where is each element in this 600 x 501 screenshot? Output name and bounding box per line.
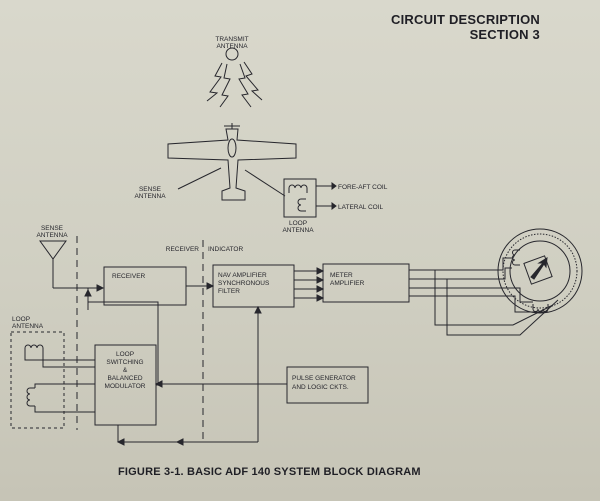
pulse-generator-label: AND LOGIC CKTS. <box>292 384 349 391</box>
meter-amplifier-block <box>322 263 410 303</box>
loop-antenna-plane-label: LOOP <box>289 220 307 227</box>
airplane-icon <box>167 123 297 201</box>
sense-antenna-plane-label: ANTENNA <box>134 193 166 200</box>
loop-switching-label: SWITCHING <box>106 359 143 366</box>
loop-antenna-wires <box>24 353 95 413</box>
loop-antenna-box <box>10 331 65 429</box>
loop-switching-label: LOOP <box>116 351 134 358</box>
loop-switching-block <box>94 344 157 426</box>
meter-to-indicator-wires <box>409 257 548 313</box>
loop-antenna-coil-icon <box>24 344 44 407</box>
loop-antenna-label: ANTENNA <box>12 323 44 330</box>
pulse-generator-block <box>286 366 369 404</box>
arrow <box>206 282 215 290</box>
arrow <box>254 305 262 314</box>
arrow <box>316 267 325 275</box>
sense-antenna-plane-label: SENSE <box>139 186 162 193</box>
loop-antenna-coil-box <box>283 178 332 218</box>
arrow <box>316 294 325 302</box>
nav-to-meter-bus <box>294 270 323 299</box>
meter-amplifier-label: AMPLIFIER <box>330 280 365 287</box>
arrow <box>154 380 163 388</box>
transmit-antenna-label: ANTENNA <box>216 43 248 50</box>
sense-antenna-pointer <box>177 167 222 190</box>
loop-pointer <box>244 169 286 197</box>
header-section: SECTION 3 <box>469 27 540 42</box>
receiver-block-label: RECEIVER <box>112 273 146 280</box>
sense-antenna-icon <box>39 240 67 288</box>
nav-amplifier-label: SYNCHRONOUS <box>218 280 270 287</box>
wire <box>446 279 559 336</box>
arrow <box>175 438 184 446</box>
arrow <box>316 285 325 293</box>
arrow <box>316 276 325 284</box>
receiver-section-label: RECEIVER <box>166 246 200 253</box>
transmit-antenna-label: TRANSMIT <box>215 36 248 43</box>
indicator-section-label: INDICATOR <box>208 246 243 253</box>
wire <box>434 270 554 326</box>
sense-antenna-label: ANTENNA <box>36 232 68 239</box>
nav-amplifier-label: FILTER <box>218 288 240 295</box>
pulse-generator-label: PULSE GENERATOR <box>292 375 356 382</box>
loop-antenna-plane-label: ANTENNA <box>282 227 314 234</box>
loop-switching-label: MODULATOR <box>105 383 146 390</box>
arrow <box>331 182 337 190</box>
fore-aft-coil-label: FORE-AFT COIL <box>338 184 388 191</box>
lateral-coil-label: LATERAL COIL <box>338 204 384 211</box>
loop-switching-label: & <box>123 367 128 374</box>
arrow <box>84 288 92 297</box>
arrow <box>331 202 337 210</box>
nav-amplifier-block <box>212 264 295 308</box>
nav-amplifier-label: NAV AMPLIFIER <box>218 272 267 279</box>
transmit-antenna-icon <box>206 47 263 108</box>
loop-antenna-label: LOOP <box>12 316 30 323</box>
sense-antenna-label: SENSE <box>41 225 64 232</box>
adf-indicator-dial-icon <box>497 228 583 314</box>
arrow <box>96 284 105 292</box>
figure-caption: FIGURE 3-1. BASIC ADF 140 SYSTEM BLOCK D… <box>118 466 421 478</box>
arrow <box>116 438 125 446</box>
header-title: CIRCUIT DESCRIPTION <box>391 12 540 27</box>
loop-switching-label: BALANCED <box>107 375 142 382</box>
meter-amplifier-label: METER <box>330 272 353 279</box>
